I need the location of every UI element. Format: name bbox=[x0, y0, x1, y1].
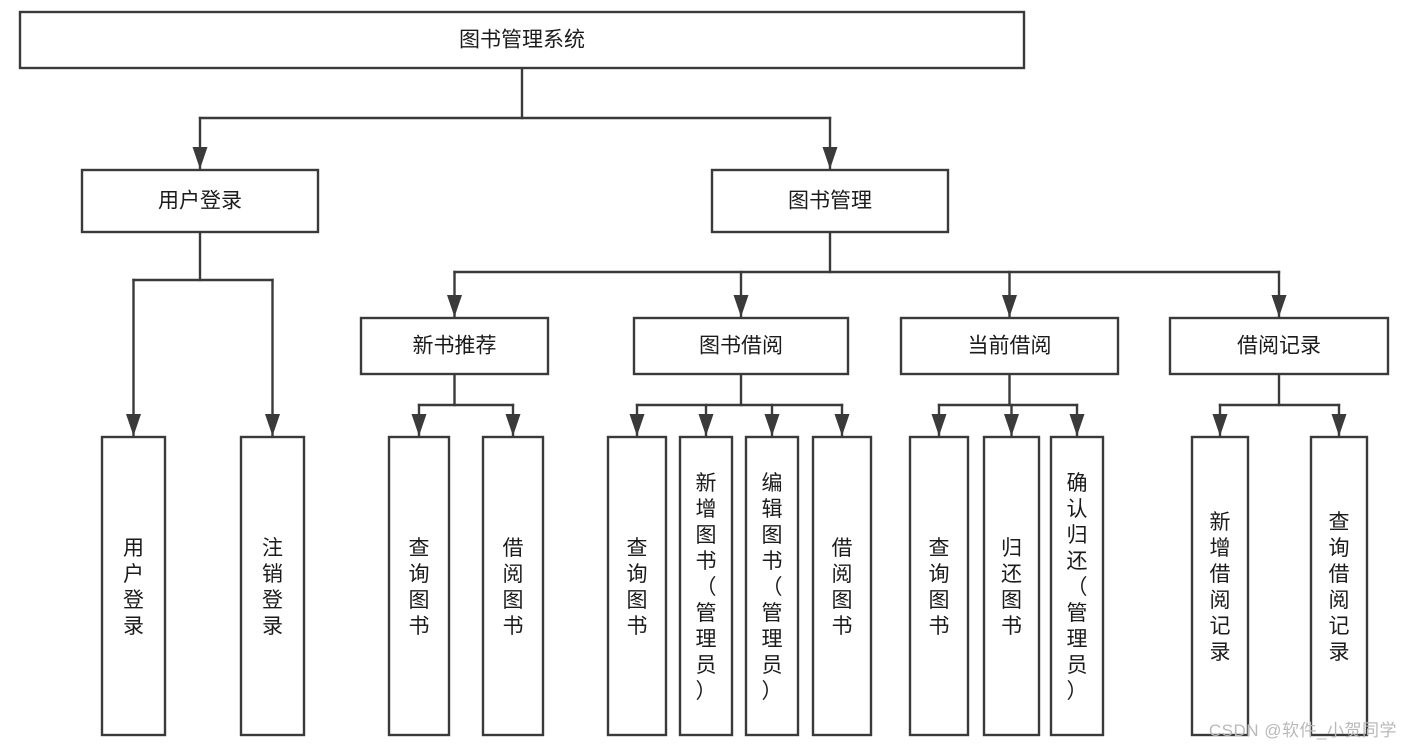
arrow-head bbox=[629, 414, 645, 436]
arrow-head bbox=[447, 295, 462, 317]
arrow-head bbox=[1069, 414, 1085, 436]
node-label: 编辑图书（管理员） bbox=[762, 472, 783, 703]
node-box-rect bbox=[18, 10, 1026, 70]
arrow-head bbox=[764, 414, 780, 436]
node-leaf-return-book[interactable]: 归还图书 bbox=[982, 435, 1041, 737]
node-label: 查询图书 bbox=[627, 537, 648, 638]
node-label: 借阅记录 bbox=[1237, 335, 1321, 358]
node-label: 新增借阅记录 bbox=[1210, 511, 1231, 664]
node-label: 图书管理 bbox=[788, 190, 872, 213]
node-leaf-query-books-borrow[interactable]: 查询图书 bbox=[606, 435, 668, 737]
node-box-rect bbox=[899, 316, 1120, 376]
node-leaf-logout[interactable]: 注销登录 bbox=[239, 435, 306, 737]
arrow-head bbox=[1002, 295, 1017, 317]
node-leaf-borrow-book[interactable]: 借阅图书 bbox=[811, 435, 873, 737]
arrow-head bbox=[192, 147, 208, 169]
node-leaf-query-books-current[interactable]: 查询图书 bbox=[908, 435, 970, 737]
node-label: 注销登录 bbox=[262, 537, 283, 638]
node-label: 新书推荐 bbox=[413, 335, 497, 358]
node-label: 确认归还（管理员） bbox=[1067, 472, 1088, 703]
node-box-rect bbox=[1168, 316, 1390, 376]
node-box-rect bbox=[710, 168, 950, 234]
node-box-rect bbox=[359, 316, 550, 376]
node-user-login[interactable]: 用户登录 bbox=[80, 168, 320, 234]
arrow-head bbox=[1212, 414, 1228, 436]
node-box-rect bbox=[481, 435, 545, 737]
node-label: 查询借阅记录 bbox=[1329, 511, 1350, 664]
node-label: 查询图书 bbox=[929, 537, 950, 638]
node-box-rect bbox=[100, 435, 167, 737]
node-new-book-recommend[interactable]: 新书推荐 bbox=[359, 316, 550, 376]
node-box-rect bbox=[908, 435, 970, 737]
arrow-head bbox=[1271, 295, 1287, 317]
arrow-head bbox=[265, 414, 280, 436]
node-label: 借阅图书 bbox=[503, 537, 524, 638]
node-root[interactable]: 图书管理系统 bbox=[18, 10, 1026, 70]
arrow-head bbox=[1004, 414, 1019, 436]
node-leaf-user-login[interactable]: 用户登录 bbox=[100, 435, 167, 737]
node-box-rect bbox=[1190, 435, 1250, 737]
boxes-layer: 图书管理系统用户登录图书管理新书推荐图书借阅当前借阅借阅记录用户登录注销登录查询… bbox=[18, 10, 1390, 737]
node-box-rect bbox=[632, 316, 850, 376]
node-current-borrow[interactable]: 当前借阅 bbox=[899, 316, 1120, 376]
node-box-rect bbox=[387, 435, 451, 737]
node-label: 查询图书 bbox=[409, 537, 430, 638]
node-label: 用户登录 bbox=[158, 190, 242, 213]
csdn-watermark: CSDN @软件_小贺同学 bbox=[1208, 721, 1397, 740]
node-label: 新增图书（管理员） bbox=[696, 472, 717, 703]
node-box-rect bbox=[678, 435, 734, 737]
node-book-borrow[interactable]: 图书借阅 bbox=[632, 316, 850, 376]
node-box-rect bbox=[1049, 435, 1105, 737]
arrow-head bbox=[505, 414, 521, 436]
arrow-head bbox=[698, 414, 714, 436]
node-leaf-add-borrow-record[interactable]: 新增借阅记录 bbox=[1190, 435, 1250, 737]
node-label: 用户登录 bbox=[123, 537, 144, 638]
node-box-rect bbox=[239, 435, 306, 737]
node-box-rect bbox=[811, 435, 873, 737]
node-label: 图书管理系统 bbox=[459, 29, 585, 52]
arrow-head bbox=[733, 295, 749, 317]
node-box-rect bbox=[982, 435, 1041, 737]
node-book-management[interactable]: 图书管理 bbox=[710, 168, 950, 234]
node-leaf-edit-book[interactable]: 编辑图书（管理员） bbox=[744, 435, 800, 737]
node-label: 当前借阅 bbox=[968, 335, 1052, 358]
node-label: 归还图书 bbox=[1001, 537, 1022, 638]
node-label: 借阅图书 bbox=[832, 537, 853, 638]
node-box-rect bbox=[1309, 435, 1369, 737]
node-leaf-query-books-recommend[interactable]: 查询图书 bbox=[387, 435, 451, 737]
arrow-head bbox=[931, 414, 947, 436]
arrow-head bbox=[1331, 414, 1347, 436]
node-box-rect bbox=[744, 435, 800, 737]
node-label: 图书借阅 bbox=[699, 335, 783, 358]
arrow-head bbox=[126, 414, 141, 436]
node-leaf-confirm-return[interactable]: 确认归还（管理员） bbox=[1049, 435, 1105, 737]
arrow-head bbox=[822, 147, 838, 169]
node-leaf-add-book[interactable]: 新增图书（管理员） bbox=[678, 435, 734, 737]
connectors-layer bbox=[126, 66, 1347, 437]
arrow-head bbox=[411, 414, 427, 436]
node-leaf-borrow-books-recommend[interactable]: 借阅图书 bbox=[481, 435, 545, 737]
node-borrow-record[interactable]: 借阅记录 bbox=[1168, 316, 1390, 376]
node-leaf-query-borrow-record[interactable]: 查询借阅记录 bbox=[1309, 435, 1369, 737]
arrow-head bbox=[834, 414, 850, 436]
node-box-rect bbox=[606, 435, 668, 737]
node-box-rect bbox=[80, 168, 320, 234]
